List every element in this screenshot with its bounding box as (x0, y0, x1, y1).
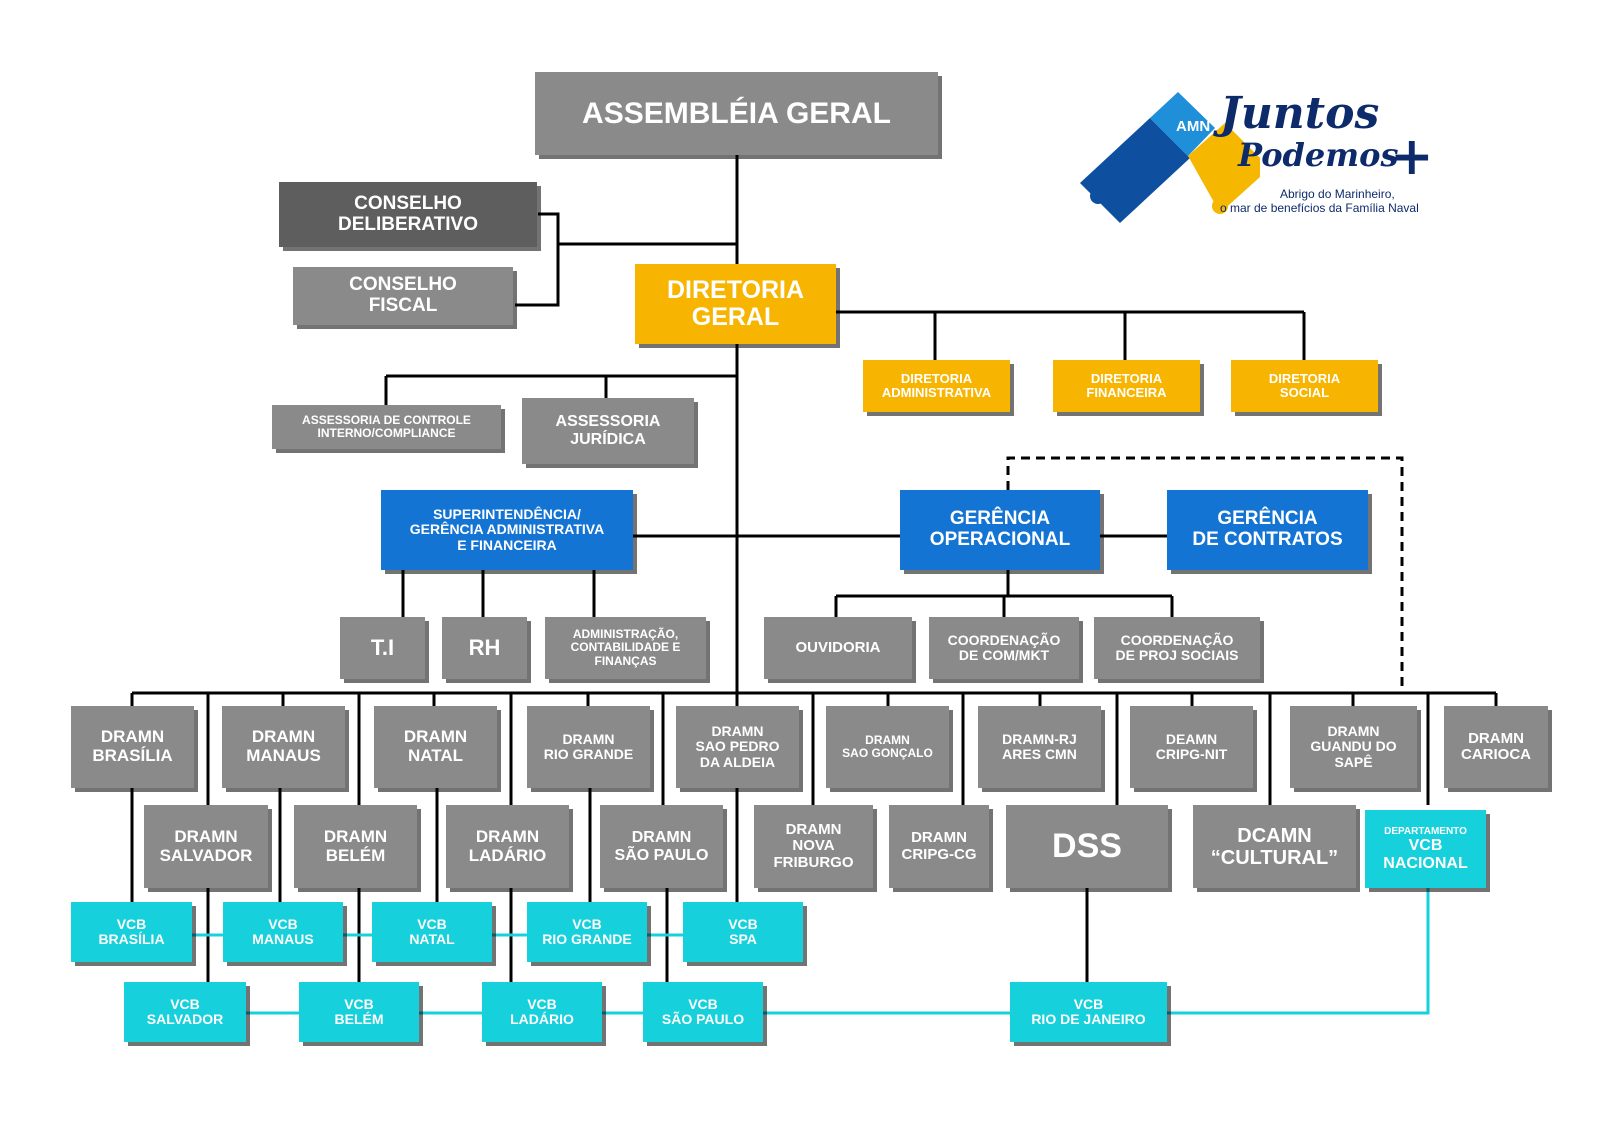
node-diretoria-social: DIRETORIA SOCIAL (1231, 360, 1378, 412)
node-dramn-carioca: DRAMN CARIOCA (1444, 706, 1548, 788)
node-dramn-sao-paulo: DRAMN SÃO PAULO (600, 805, 723, 888)
node-dramn-sao-goncalo: DRAMN SAO GONÇALO (826, 706, 949, 788)
node-assembleia-geral: ASSEMBLÉIA GERAL (535, 72, 938, 155)
node-diretoria-administrativa: DIRETORIA ADMINISTRATIVA (863, 360, 1010, 412)
node-vcb-spa: VCB SPA (683, 902, 803, 962)
node-conselho-deliberativo: CONSELHO DELIBERATIVO (279, 182, 537, 247)
node-dramn-nova-friburgo: DRAMN NOVA FRIBURGO (754, 805, 873, 888)
node-dramn-guandu-sape: DRAMN GUANDU DO SAPÊ (1290, 706, 1417, 788)
node-dss: DSS (1006, 805, 1168, 888)
node-diretoria-geral: DIRETORIA GERAL (635, 264, 836, 344)
node-vcb-manaus: VCB MANAUS (223, 902, 343, 962)
puzzle-pieces-icon: AMN (1080, 92, 1260, 223)
node-dramn-manaus: DRAMN MANAUS (222, 706, 345, 788)
node-departamento-vcb-nacional: DEPARTAMENTO VCB NACIONAL (1365, 810, 1486, 888)
logo-plus-icon: + (1390, 126, 1434, 187)
node-dramn-rio-grande: DRAMN RIO GRANDE (527, 706, 650, 788)
depto-label: DEPARTAMENTO (1384, 825, 1467, 837)
node-dramn-ladario: DRAMN LADÁRIO (446, 805, 569, 888)
node-dramn-rj-ares-cmn: DRAMN-RJ ARES CMN (978, 706, 1101, 788)
logo-badge: AMN (1176, 118, 1210, 135)
node-superintendencia: SUPERINTENDÊNCIA/ GERÊNCIA ADMINISTRATIV… (381, 490, 633, 570)
logo-subtitle-1: Abrigo do Marinheiro, (1280, 187, 1395, 201)
node-gerencia-contratos: GERÊNCIA DE CONTRATOS (1167, 490, 1368, 570)
node-diretoria-financeira: DIRETORIA FINANCEIRA (1053, 360, 1200, 412)
node-coordenacao-com-mkt: COORDENAÇÃO DE COM/MKT (929, 617, 1079, 679)
node-dramn-natal: DRAMN NATAL (374, 706, 497, 788)
node-vcb-rio-grande: VCB RIO GRANDE (527, 902, 647, 962)
node-gerencia-operacional: GERÊNCIA OPERACIONAL (900, 490, 1100, 570)
node-conselho-fiscal: CONSELHO FISCAL (293, 267, 513, 325)
node-vcb-ladario: VCB LADÁRIO (482, 982, 602, 1042)
node-ouvidoria: OUVIDORIA (764, 617, 912, 679)
node-dramn-sao-pedro-aldeia: DRAMN SAO PEDRO DA ALDEIA (676, 706, 799, 788)
node-assessoria-juridica: ASSESSORIA JURÍDICA (522, 398, 694, 464)
node-dramn-brasilia: DRAMN BRASÍLIA (71, 706, 194, 788)
node-adm-contabilidade-financas: ADMINISTRAÇÃO, CONTABILIDADE E FINANÇAS (545, 617, 706, 679)
logo-title-podemos: Podemos (1238, 136, 1399, 174)
logo-subtitle-2: o mar de benefícios da Família Naval (1220, 201, 1419, 215)
node-rh: RH (442, 617, 527, 679)
node-assessoria-controle-interno: ASSESSORIA DE CONTROLE INTERNO/COMPLIANC… (272, 405, 501, 449)
node-vcb-rio-de-janeiro: VCB RIO DE JANEIRO (1010, 982, 1167, 1042)
node-vcb-salvador: VCB SALVADOR (124, 982, 246, 1042)
node-dcamn-cultural: DCAMN “CULTURAL” (1193, 805, 1356, 888)
node-dramn-belem: DRAMN BELÉM (294, 805, 417, 888)
node-dramn-salvador: DRAMN SALVADOR (144, 805, 268, 888)
logo-title-juntos: Juntos (1220, 88, 1380, 139)
node-dramn-cripg-cg: DRAMN CRIPG-CG (889, 805, 989, 888)
juntos-podemos-logo: AMN Juntos Podemos + Abrigo do Marinheir… (1070, 88, 1450, 238)
vcb-nacional-label: VCB NACIONAL (1383, 836, 1468, 872)
node-coordenacao-proj-sociais: COORDENAÇÃO DE PROJ SOCIAIS (1094, 617, 1260, 679)
node-deamn-cripg-nit: DEAMN CRIPG-NIT (1130, 706, 1253, 788)
node-vcb-sao-paulo: VCB SÃO PAULO (643, 982, 763, 1042)
node-ti: T.I (340, 617, 425, 679)
node-vcb-natal: VCB NATAL (372, 902, 492, 962)
node-vcb-brasilia: VCB BRASÍLIA (71, 902, 192, 962)
node-vcb-belem: VCB BELÉM (299, 982, 419, 1042)
